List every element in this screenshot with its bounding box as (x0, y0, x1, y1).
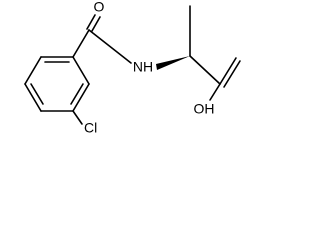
bond-ring-to-carbonyl (72, 29, 90, 58)
bond-carbonyl-to-nitrogen (88, 29, 132, 64)
ring-bond-bottom-right (72, 83, 90, 112)
carboxyl-double-bond-b (223, 60, 241, 88)
bond-alpha-carbon-to-carboxyl (189, 55, 221, 85)
carbonyl-double-bond-b (91, 16, 101, 32)
amide-nitrogen-label: NH (133, 59, 153, 75)
acid-hydroxyl-label: OH (194, 101, 215, 117)
carbonyl-oxygen-label: O (94, 0, 105, 15)
carbonyl-group (86, 14, 132, 64)
carbonyl-double-bond-a (86, 14, 96, 30)
bond-ring-to-chlorine (72, 110, 83, 125)
ring-bond-top-right (72, 56, 90, 85)
ring-inner-double-right (70, 83, 84, 105)
wedge-bond-stereocenter (156, 56, 190, 70)
ring-inner-double-left (30, 83, 44, 105)
ring-bond-bottom-left (24, 83, 42, 112)
chemical-structure: O NH OH Cl (24, 0, 241, 136)
bond-carboxyl-to-hydroxyl (209, 83, 221, 101)
ring-bond-top-left (24, 56, 42, 85)
alanine-backbone (189, 5, 241, 101)
benzene-ring (24, 56, 90, 112)
carboxyl-double-bond-a (219, 57, 237, 85)
chlorine-label: Cl (84, 120, 97, 136)
substituent-bonds (72, 29, 90, 125)
